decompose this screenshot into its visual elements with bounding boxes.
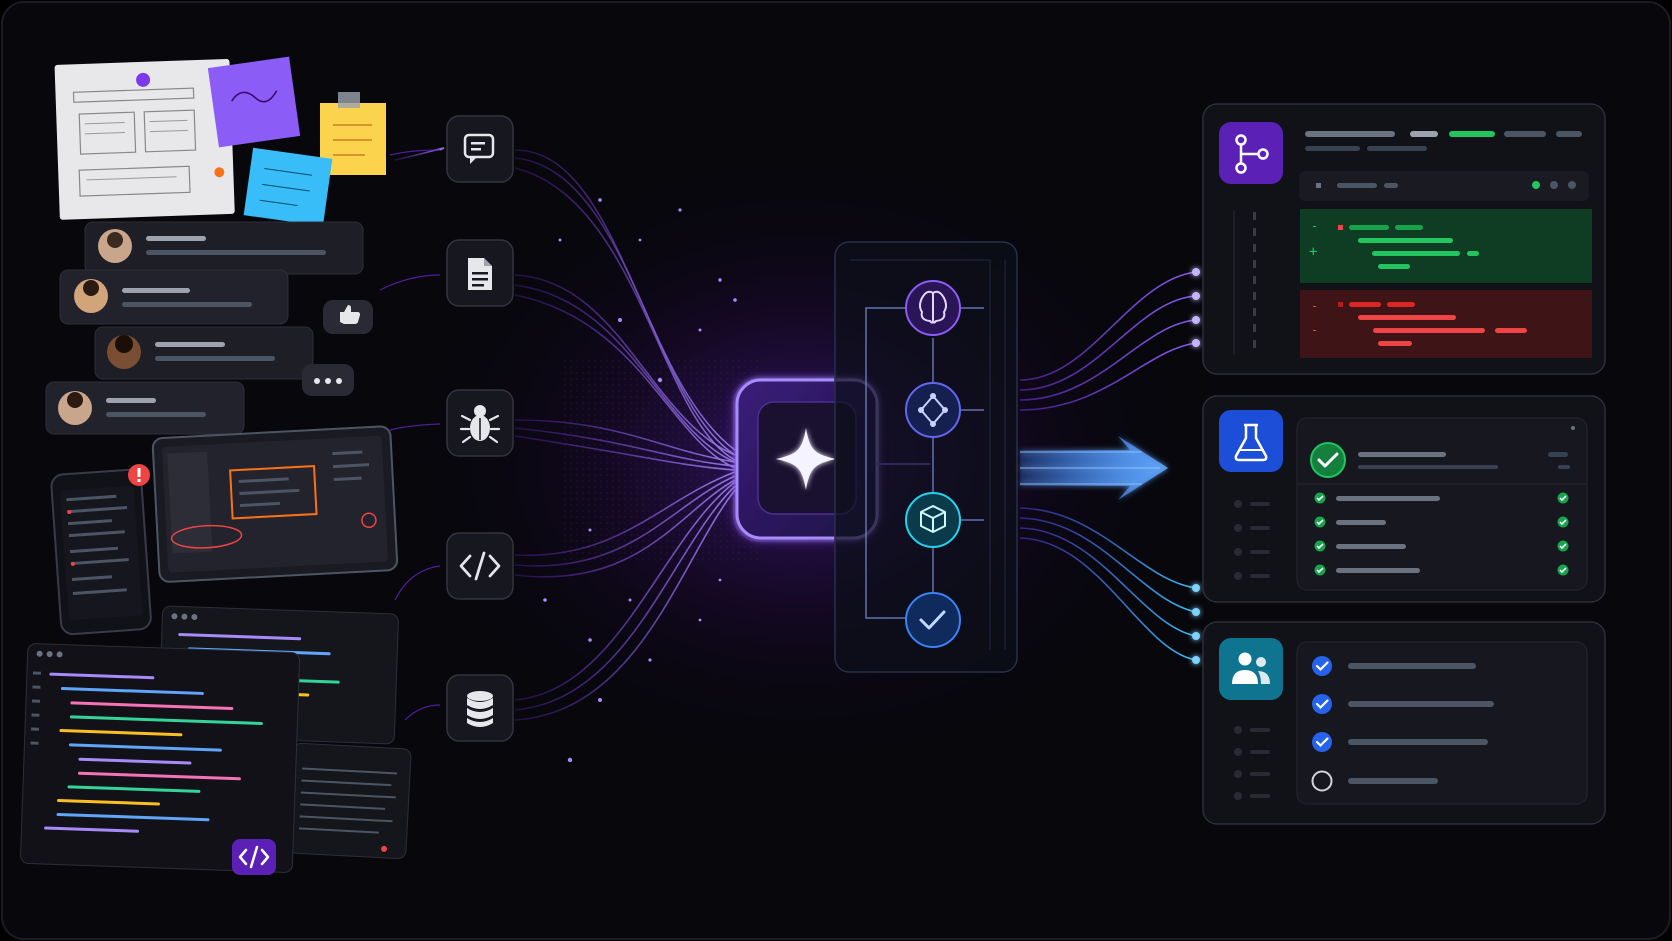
output-flow-lines-bottom	[1019, 507, 1197, 661]
test-row	[1314, 564, 1569, 576]
test-row	[1314, 540, 1569, 552]
svg-text:+: +	[1309, 244, 1317, 260]
thumbs-up-icon	[323, 300, 373, 334]
comment-card	[59, 269, 289, 325]
ellipsis-icon	[302, 364, 354, 396]
document-icon	[446, 239, 514, 307]
test-pass-main-icon	[1310, 442, 1346, 478]
output-card-task-list	[1202, 621, 1606, 825]
users-icon	[1219, 638, 1283, 700]
input-icons	[446, 115, 514, 742]
network-icon	[905, 382, 961, 438]
brain-icon	[905, 280, 961, 336]
input-collage	[20, 56, 412, 875]
svg-text:-: -	[1311, 219, 1318, 233]
cube-icon	[905, 492, 961, 548]
output-card-code-diff: - + - -	[1202, 103, 1606, 375]
test-row	[1314, 492, 1569, 504]
task-row	[1312, 732, 1488, 752]
sparkle-icon	[776, 428, 836, 490]
git-branch-icon	[1219, 122, 1283, 184]
bug-icon	[446, 389, 514, 457]
comment-card	[94, 326, 314, 380]
task-row	[1312, 656, 1476, 676]
task-row	[1311, 770, 1438, 792]
code-icon	[446, 532, 514, 600]
pipeline-panel	[834, 241, 1018, 673]
chat-icon	[446, 115, 514, 183]
comment-card	[45, 381, 245, 435]
input-flow-lines	[394, 147, 736, 721]
output-arrow	[1020, 436, 1168, 500]
comment-card	[84, 221, 364, 275]
output-flow-lines-top	[1019, 271, 1197, 411]
task-row	[1312, 694, 1494, 714]
particles	[543, 198, 737, 763]
test-row	[1314, 516, 1569, 528]
svg-text:-: -	[1311, 323, 1318, 337]
code-badge-icon	[232, 839, 276, 875]
svg-text:-: -	[1311, 299, 1318, 313]
output-card-test-results	[1202, 395, 1606, 603]
check-icon	[905, 592, 961, 648]
flask-icon	[1219, 410, 1283, 472]
database-icon	[446, 674, 514, 742]
